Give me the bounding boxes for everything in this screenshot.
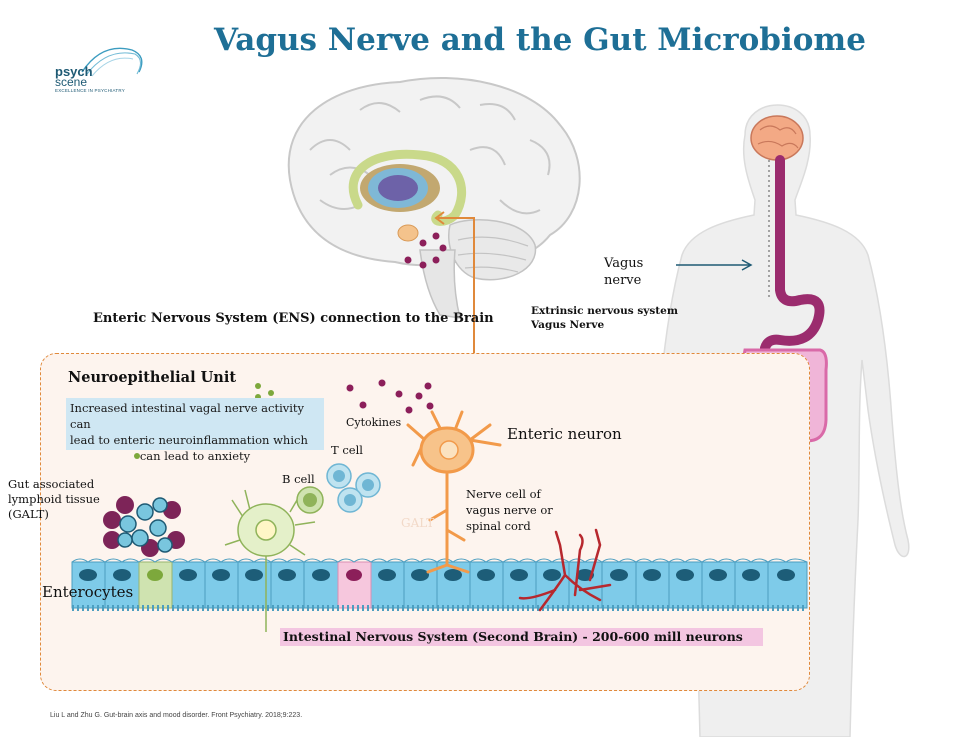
psychscene-logo: psych scene EXCELLENCE IN PSYCHIATRY <box>55 42 145 100</box>
galt-cluster <box>103 496 185 557</box>
cytokines-label: Cytokines <box>346 416 402 429</box>
info-line-2: lead to enteric neuroinflammation which <box>70 433 308 447</box>
extrinsic-label-line2: Vagus Nerve <box>531 319 605 331</box>
vagus-connection-arrow <box>434 211 475 420</box>
large-brain <box>287 76 581 319</box>
vagus-label-line2: nerve <box>604 273 642 288</box>
logo-word-psych: psych <box>55 64 93 79</box>
info-line-1: Increased intestinal vagal nerve activit… <box>70 401 305 431</box>
nerve-cell-label-line2: vagus nerve or <box>466 503 553 517</box>
intestinal-ns-highlight <box>280 628 763 646</box>
galt-label-line1: Gut associated <box>8 477 95 491</box>
vagus-pointer-arrow <box>676 259 753 271</box>
t-cells <box>326 463 381 513</box>
citation: Liu L and Zhu G. Gut-brain axis and mood… <box>50 712 303 719</box>
nerve-cell-label-line1: Nerve cell of <box>466 487 541 501</box>
esophagus-stomach <box>760 155 825 353</box>
t-cell-label: T cell <box>331 443 363 457</box>
b-cell-nucleus <box>303 493 317 507</box>
enteric-neuron <box>406 410 502 574</box>
b-cell-dendritic <box>224 489 316 632</box>
logo-tagline: EXCELLENCE IN PSYCHIATRY <box>55 88 125 93</box>
nerve-network <box>518 528 612 612</box>
ens-connection-label: Enteric Nervous System (ENS) connection … <box>93 311 494 326</box>
b-cell-label: B cell <box>282 472 315 486</box>
epithelium <box>71 558 808 611</box>
info-box: Increased intestinal vagal nerve activit… <box>66 398 324 463</box>
enterocytes-label: Enterocytes <box>42 583 134 601</box>
extrinsic-label-line1: Extrinsic nervous system <box>531 305 678 317</box>
page-title: Vagus Nerve and the Gut Microbiome <box>214 22 866 58</box>
enteric-neuron-label: Enteric neuron <box>507 425 622 443</box>
galt-label-line2: lymphoid tissue <box>8 492 100 506</box>
unit-cytokines <box>346 379 434 414</box>
wave-logo-icon <box>81 47 143 77</box>
intestinal-ns-label: Intestinal Nervous System (Second Brain)… <box>283 629 743 644</box>
neuroepithelial-unit-label: Neuroepithelial Unit <box>68 369 237 386</box>
vagus-label-line1: Vagus <box>604 256 644 271</box>
galt-faint-label: GALT <box>401 516 435 530</box>
brain-cytokines <box>404 232 447 269</box>
logo-word-scene: scene <box>55 75 88 89</box>
info-line-3: can lead to anxiety <box>139 449 251 463</box>
galt-label-line3: (GALT) <box>8 507 49 521</box>
nerve-cell-label-line3: spinal cord <box>466 519 531 533</box>
